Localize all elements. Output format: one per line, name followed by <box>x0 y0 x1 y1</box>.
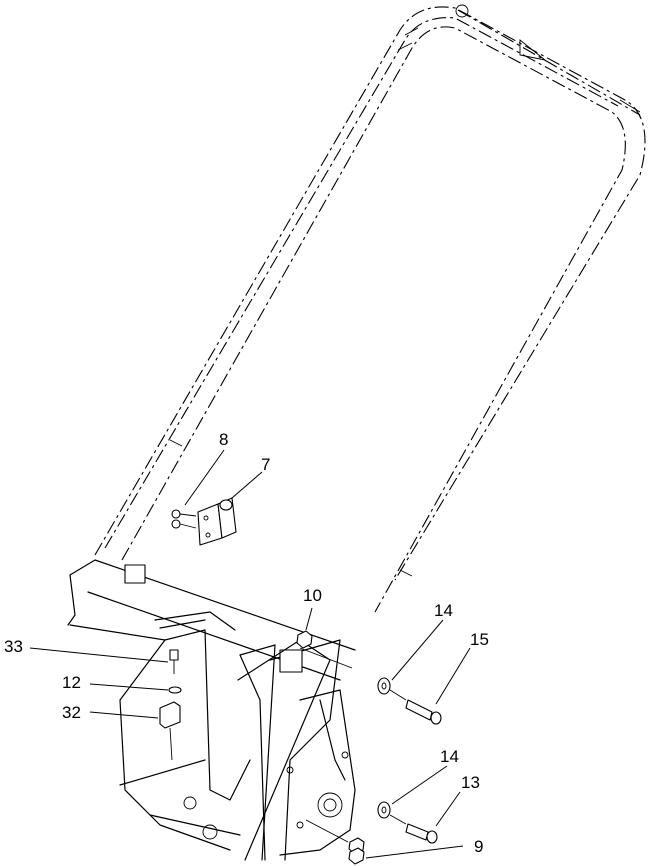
leader-lines <box>29 449 471 859</box>
callout-labels: 8 7 10 14 15 33 12 32 14 13 9 <box>4 430 489 856</box>
callout-8: 8 <box>219 430 228 449</box>
bolt-33 <box>169 649 179 674</box>
hinge-bracket <box>197 497 237 546</box>
bolt-15 <box>405 699 442 725</box>
bolt-13 <box>405 823 438 844</box>
lower-housing <box>67 559 356 861</box>
washer-14-lower <box>377 801 391 819</box>
nut-10 <box>296 630 313 649</box>
callout-12: 12 <box>62 673 81 692</box>
callout-33: 33 <box>4 637 23 656</box>
clip-32 <box>159 701 181 761</box>
callout-14-upper: 14 <box>434 601 453 620</box>
callout-32: 32 <box>62 703 81 722</box>
callout-13: 13 <box>461 773 480 792</box>
washer-12 <box>168 686 182 694</box>
handle-frame <box>94 4 646 613</box>
bolts-8 <box>171 509 197 529</box>
nuts-9 <box>348 837 365 865</box>
callout-14-lower: 14 <box>440 747 459 766</box>
callout-7: 7 <box>261 455 270 474</box>
washer-14-upper <box>377 677 391 695</box>
callout-10: 10 <box>303 586 322 605</box>
callout-9: 9 <box>474 837 483 856</box>
callout-15: 15 <box>470 630 489 649</box>
